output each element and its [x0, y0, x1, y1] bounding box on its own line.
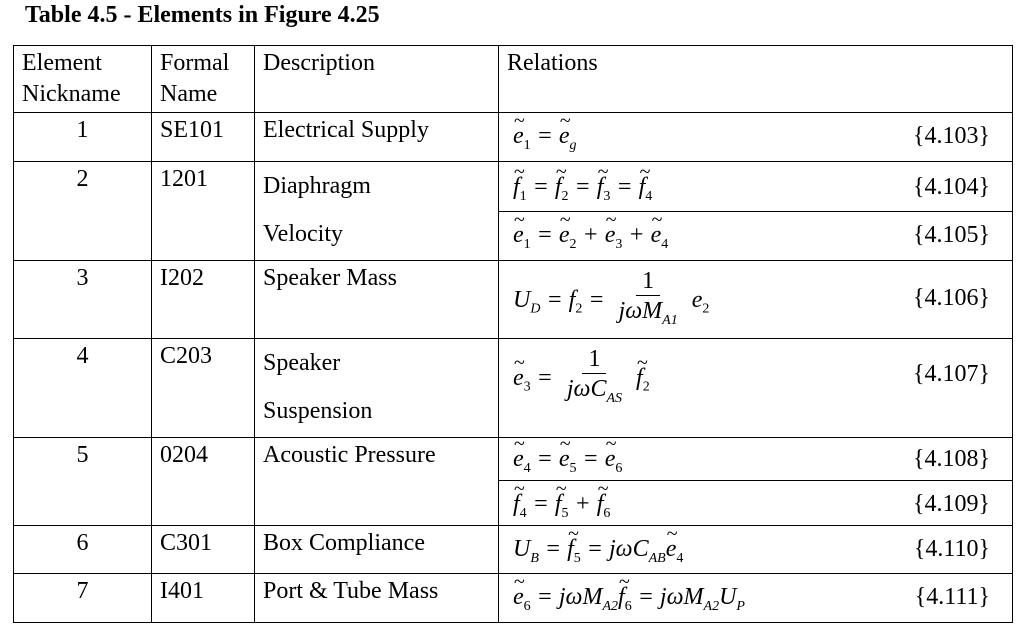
equation: f1 = f2 = f3 = f4 {4.104} [499, 157, 1012, 212]
cell-formal-name: 0204 [151, 437, 255, 526]
header-relations: Relations [498, 45, 1013, 113]
equation-number: {4.104} [912, 174, 990, 200]
header-nickname: Element Nickname [13, 45, 152, 113]
cell-nickname: 4 [13, 338, 152, 438]
equation: e6 = jωMA2f6 = jωMA2UP {4.111} [499, 567, 1012, 621]
cell-formal-name: 1201 [151, 161, 255, 261]
equation-number: {4.103} [912, 123, 990, 149]
cell-formal-name: I401 [151, 573, 255, 623]
cell-formal-name: C203 [151, 338, 255, 438]
equation-number: {4.110} [913, 536, 990, 562]
table-row: 1 SE101 Electrical Supply e1 = eg {4.103… [13, 106, 1013, 162]
equation: e4 = e5 = e6 {4.108} [499, 429, 1012, 481]
cell-formal-name: SE101 [151, 112, 255, 162]
cell-nickname: 2 [13, 161, 152, 261]
cell-nickname: 1 [13, 112, 152, 162]
equation: f4 = f5 + f6 {4.109} [499, 474, 1012, 525]
cell-description: Acoustic Pressure [254, 437, 499, 526]
equation-number: {4.111} [914, 584, 990, 610]
cell-nickname: 5 [13, 437, 152, 526]
cell-description: Port & Tube Mass [254, 573, 499, 623]
equation-number: {4.106} [912, 285, 990, 311]
description-line: Diaphragm [263, 173, 371, 199]
header-formal-name: Formal Name [151, 45, 255, 113]
description-line: Suspension [263, 398, 373, 424]
cell-formal-name: I202 [151, 260, 255, 339]
cell-nickname: 6 [13, 525, 152, 574]
elements-table: Element Nickname Formal Name Description… [13, 45, 1013, 623]
equation: e1 = e2 + e3 + e4 {4.105} [499, 205, 1012, 259]
cell-description: Box Compliance [254, 525, 499, 574]
equation-number: {4.109} [912, 491, 990, 517]
table-row: 6 C301 Box Compliance UB = f5 = jωCABe4 … [13, 519, 1013, 574]
header-row: Element Nickname Formal Name Description… [13, 45, 1013, 113]
cell-relations: e4 = e5 = e6 {4.108} f4 = f5 + f6 {4.109… [498, 429, 1013, 526]
cell-description: Electrical Supply [254, 112, 499, 162]
description-line: Speaker [263, 350, 341, 376]
cell-relations: e6 = jωMA2f6 = jωMA2UP {4.111} [498, 567, 1013, 623]
description-line: Velocity [263, 221, 343, 247]
equation-number: {4.108} [912, 446, 990, 472]
cell-nickname: 7 [13, 573, 152, 623]
equation-number: {4.105} [912, 222, 990, 248]
table-row: 7 I401 Port & Tube Mass e6 = jωMA2f6 = j… [13, 567, 1013, 623]
cell-description: Speaker Mass [254, 260, 499, 339]
table-row: 2 1201 Diaphragm Velocity f1 = f2 = f3 =… [13, 157, 1013, 261]
cell-relations: e1 = eg {4.103} [498, 106, 1013, 162]
equation-number: {4.107} [912, 361, 990, 387]
cell-description: Diaphragm Velocity [254, 161, 499, 261]
cell-relations: f1 = f2 = f3 = f4 {4.104} e1 = e2 + e3 +… [498, 157, 1013, 261]
table-row: 5 0204 Acoustic Pressure e4 = e5 = e6 {4… [13, 429, 1013, 526]
equation: e1 = eg {4.103} [499, 106, 1012, 160]
cell-description: Speaker Suspension [254, 338, 499, 438]
cell-nickname: 3 [13, 260, 152, 339]
equation: UB = f5 = jωCABe4 {4.110} [499, 519, 1012, 572]
table-title: Table 4.5 - Elements in Figure 4.25 [25, 2, 380, 28]
cell-relations: UB = f5 = jωCABe4 {4.110} [498, 519, 1013, 574]
cell-formal-name: C301 [151, 525, 255, 574]
header-description: Description [254, 45, 499, 113]
